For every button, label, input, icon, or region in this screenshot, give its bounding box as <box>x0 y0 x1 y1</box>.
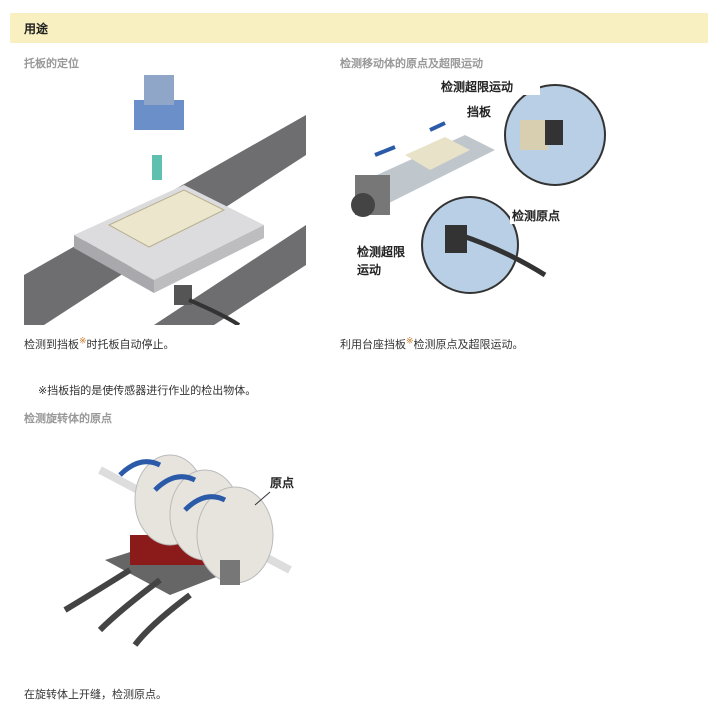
subtitle-rotating-body: 检测旋转体的原点 <box>24 412 112 425</box>
label-overtravel-top: 检测超限运动 <box>441 79 513 94</box>
label-rotating-origin: 原点 <box>270 475 294 490</box>
label-origin: 检测原点 <box>512 208 560 223</box>
label-shutter: 挡板 <box>467 104 492 119</box>
moving-body-illustration: 检测超限运动 挡板 检测原点 检测超限 运动 <box>351 77 606 294</box>
subtitle-moving-body: 检测移动体的原点及超限运动 <box>340 57 483 70</box>
rotating-body-illustration: 原点 <box>63 454 294 647</box>
subtitle-pallet: 托板的定位 <box>24 57 79 70</box>
footnote: ※挡板指的是使传感器进行作业的检出物体。 <box>38 384 257 397</box>
label-overtravel-bottom-1: 检测超限 <box>357 244 405 259</box>
label-overtravel-bottom-2: 运动 <box>357 263 381 277</box>
section-header: 用途 <box>10 13 708 43</box>
header-title: 用途 <box>24 22 49 36</box>
caption-pallet: 检测到挡板※时托板自动停止。 <box>24 336 175 351</box>
caption-rotating-body: 在旋转体上开缝，检测原点。 <box>24 688 167 701</box>
pallet-positioning-illustration <box>24 75 306 325</box>
caption-moving-body: 利用台座挡板※检测原点及超限运动。 <box>340 336 524 351</box>
